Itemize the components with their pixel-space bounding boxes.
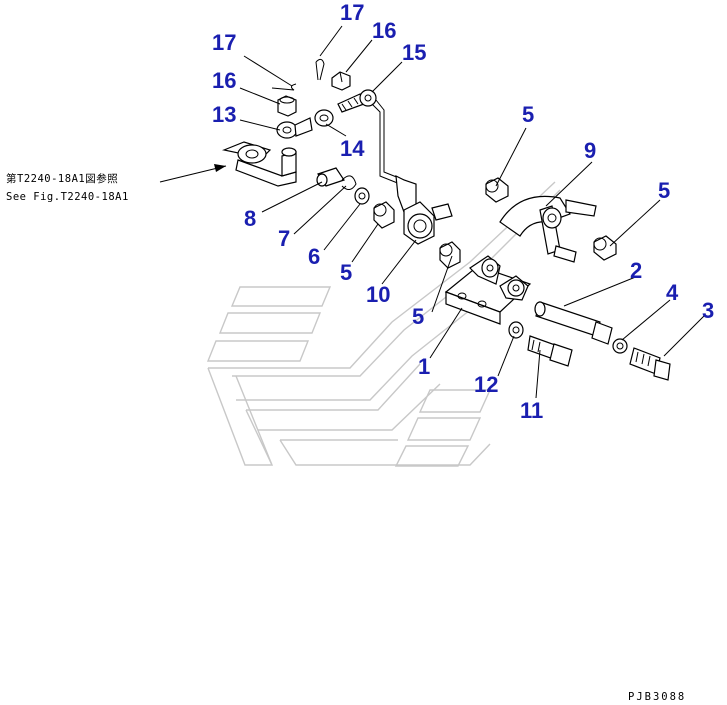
control-rod <box>371 99 405 185</box>
reference-note-jp: 第T2240-18A1図参照 <box>6 172 118 185</box>
washer-4 <box>612 338 628 354</box>
washer-6 <box>354 187 370 205</box>
nut-16-upper <box>331 71 351 91</box>
cotter-pin-17-left <box>271 83 297 91</box>
callout-17a: 17 <box>212 30 236 55</box>
callout-15: 15 <box>402 40 426 65</box>
bushing-5-left <box>373 201 395 229</box>
bushing-14 <box>314 109 334 127</box>
callout-6: 6 <box>308 244 320 269</box>
lever-9 <box>499 195 597 263</box>
callout-1: 1 <box>418 354 430 379</box>
cotter-pin-17-upper <box>315 58 325 81</box>
callout-16a: 16 <box>212 68 236 93</box>
callout-17b: 17 <box>340 0 364 25</box>
callout-5-left: 5 <box>340 260 352 285</box>
washer-12 <box>508 321 524 339</box>
reference-note-en: See Fig.T2240-18A1 <box>6 191 129 203</box>
bracket-1 <box>444 255 532 325</box>
callout-8: 8 <box>244 206 256 231</box>
bushing-5-top <box>485 177 509 203</box>
callout-5-center: 5 <box>412 304 424 329</box>
callout-labels: 17 17 16 16 15 13 14 8 7 6 5 5 5 5 10 9 … <box>212 0 714 423</box>
drawing-code: PJB3088 <box>628 691 686 703</box>
callout-2: 2 <box>630 258 642 283</box>
callout-14: 14 <box>340 136 365 161</box>
callout-13: 13 <box>212 102 236 127</box>
referenced-lever <box>221 141 297 187</box>
bushing-5-center <box>439 241 461 269</box>
reference-arrow <box>159 164 227 183</box>
callout-5-top: 5 <box>522 102 534 127</box>
machine-body-outline <box>206 181 561 467</box>
callout-9: 9 <box>584 138 596 163</box>
callout-7: 7 <box>278 226 290 251</box>
callout-11: 11 <box>520 398 543 423</box>
pin-8 <box>316 167 345 187</box>
callout-10: 10 <box>366 282 390 307</box>
bolt-3 <box>629 347 671 381</box>
ball-joint-15 <box>337 89 377 113</box>
nut-16-left <box>277 95 297 117</box>
callout-4: 4 <box>666 280 679 305</box>
callout-5-right: 5 <box>658 178 670 203</box>
callout-16b: 16 <box>372 18 396 43</box>
callout-3: 3 <box>702 298 714 323</box>
reference-note: 第T2240-18A1図参照 See Fig.T2240-18A1 <box>6 172 129 203</box>
shaft-2 <box>534 301 613 345</box>
bolt-11 <box>527 335 573 367</box>
lever-10 <box>395 174 453 245</box>
leader-lines <box>239 25 705 399</box>
callout-12: 12 <box>474 372 498 397</box>
rod-end-13 <box>276 117 313 139</box>
snap-ring-7 <box>341 175 357 190</box>
bushing-5-right <box>593 235 617 261</box>
